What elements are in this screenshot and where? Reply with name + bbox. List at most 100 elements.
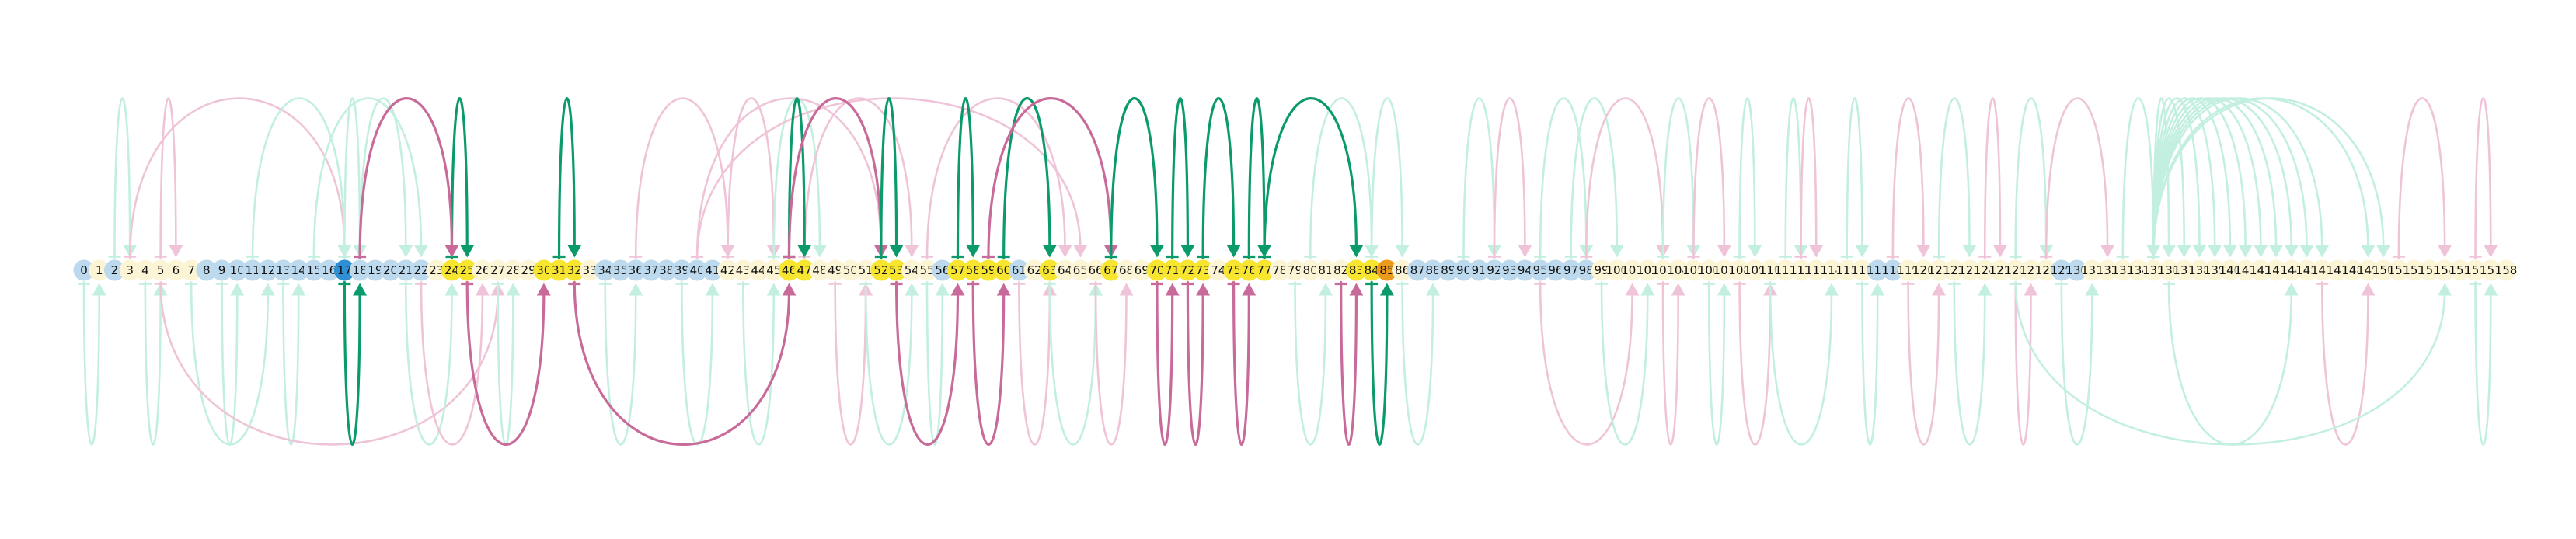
node-62: 62 xyxy=(1023,259,1045,281)
node-circle xyxy=(1100,259,1122,281)
node-label: 22 xyxy=(413,263,428,277)
arrowhead-icon xyxy=(1196,283,1211,296)
node-circle xyxy=(410,259,432,281)
node-circle xyxy=(1039,259,1061,281)
node-circle xyxy=(196,259,218,281)
node-circle xyxy=(2066,259,2088,281)
node-label: 12 xyxy=(260,263,275,277)
node-55: 55 xyxy=(916,259,938,281)
node-label: 45 xyxy=(766,263,781,277)
node-51: 51 xyxy=(855,259,877,281)
edge-7-12 xyxy=(185,281,275,446)
arrowhead-icon xyxy=(1165,283,1180,296)
node-87: 87 xyxy=(1407,259,1428,281)
node-90: 90 xyxy=(1453,259,1475,281)
arrowhead-icon xyxy=(2254,245,2268,258)
edge-77-83 xyxy=(1258,97,1364,260)
node-circle xyxy=(2327,259,2348,281)
node-circle xyxy=(1422,259,1444,281)
node-circle xyxy=(1652,259,1674,281)
arrowhead-icon xyxy=(2299,245,2314,258)
node-15: 15 xyxy=(303,259,325,281)
edge-136-144 xyxy=(2162,281,2299,446)
node-circle xyxy=(456,259,478,281)
node-label: 85 xyxy=(1379,263,1394,277)
node-circle xyxy=(2235,259,2257,281)
edge-92-94 xyxy=(1487,97,1532,259)
edge-arc xyxy=(221,281,239,446)
edge-34-36 xyxy=(598,281,643,446)
node-label: 79 xyxy=(1288,263,1302,277)
node-9: 9 xyxy=(211,259,233,281)
edge-arc xyxy=(2014,281,2032,446)
edge-arc xyxy=(1186,280,1204,446)
arrowhead-icon xyxy=(567,245,582,258)
node-53: 53 xyxy=(886,259,908,281)
edge-arc xyxy=(1370,280,1389,446)
edge-arc xyxy=(2014,97,2048,259)
node-circle xyxy=(1959,259,1981,281)
node-24: 24 xyxy=(441,259,462,281)
edge-arc xyxy=(82,281,101,446)
edge-112-113 xyxy=(1794,97,1824,259)
node-40: 40 xyxy=(686,259,708,281)
node-89: 89 xyxy=(1438,259,1459,281)
arrowhead-icon xyxy=(1180,245,1195,258)
node-circle xyxy=(1775,259,1797,281)
arrowhead-icon xyxy=(705,283,720,296)
node-84: 84 xyxy=(1361,259,1382,281)
edge-arc xyxy=(1462,97,1496,259)
node-circle xyxy=(2265,259,2287,281)
arrowhead-icon xyxy=(1518,245,1532,258)
node-circle xyxy=(2097,259,2118,281)
node-label: 25 xyxy=(460,263,475,277)
node-label: 27 xyxy=(490,263,505,277)
node-circle xyxy=(809,259,831,281)
edge-arc xyxy=(2152,97,2385,259)
node-label: 0 xyxy=(80,263,88,277)
node-circle xyxy=(1790,259,1812,281)
arrowhead-icon xyxy=(766,283,781,296)
edge-arc xyxy=(894,280,960,446)
node-86: 86 xyxy=(1392,259,1413,281)
node-circle xyxy=(180,259,202,281)
node-label: 42 xyxy=(720,263,735,277)
node-label: 71 xyxy=(1165,263,1180,277)
edge-arc xyxy=(1232,280,1250,446)
edge-52-53 xyxy=(874,97,904,260)
arrowhead-icon xyxy=(1119,283,1134,296)
node-21: 21 xyxy=(395,259,417,281)
node-circle xyxy=(2342,259,2364,281)
node-32: 32 xyxy=(563,259,585,281)
node-circle xyxy=(1483,259,1505,281)
edge-126-154 xyxy=(2009,281,2452,446)
node-36: 36 xyxy=(625,259,647,281)
node-91: 91 xyxy=(1468,259,1490,281)
edge-80-84 xyxy=(1304,97,1379,259)
arrowhead-icon xyxy=(1916,245,1931,258)
node-16: 16 xyxy=(319,259,340,281)
edge-arc xyxy=(465,280,546,446)
node-46: 46 xyxy=(778,259,800,281)
arrowhead-icon xyxy=(460,245,475,258)
edge-arc xyxy=(2044,97,2109,259)
node-label: 7 xyxy=(187,263,195,277)
edge-arc xyxy=(971,280,1006,446)
node-27: 27 xyxy=(487,259,509,281)
edge-71-72 xyxy=(1166,97,1195,260)
arrowhead-icon xyxy=(905,245,919,258)
node-label: 86 xyxy=(1395,263,1410,277)
node-label: 72 xyxy=(1180,263,1195,277)
arrowhead-icon xyxy=(1640,283,1655,296)
node-label: 93 xyxy=(1502,263,1517,277)
node-circle xyxy=(962,259,984,281)
arrowhead-icon xyxy=(1962,245,1977,258)
arrowhead-icon xyxy=(2315,245,2330,258)
arrowhead-icon xyxy=(1073,245,1088,258)
edge-76-77 xyxy=(1243,97,1272,260)
node-circle xyxy=(594,259,616,281)
node-75: 75 xyxy=(1223,259,1245,281)
node-circle xyxy=(1285,259,1305,281)
node-79: 79 xyxy=(1285,259,1305,281)
